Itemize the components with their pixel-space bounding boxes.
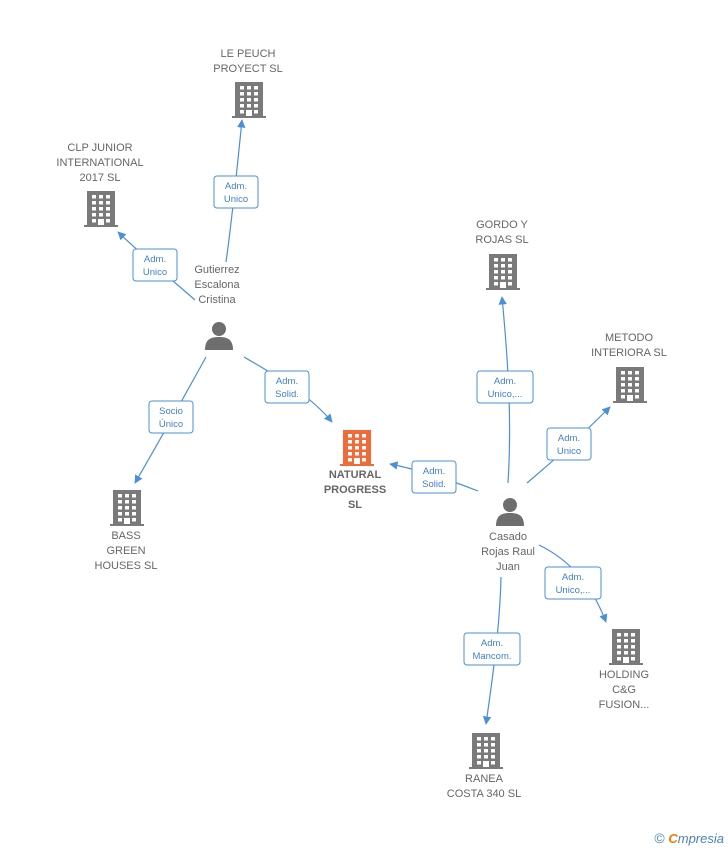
node-label: COSTA 340 SL [447, 788, 521, 800]
edge-label-text: Unico [143, 267, 167, 278]
building-icon [469, 733, 503, 769]
brand-rest: mpresia [677, 831, 724, 846]
person-icon [205, 322, 233, 350]
edge-label-text: Unico [224, 194, 248, 205]
node-label: NATURAL [329, 469, 382, 481]
edge-label-text: Adm. [144, 254, 166, 265]
edge-label-text: Unico [557, 446, 581, 457]
edge-label-text: Unico,... [556, 585, 591, 596]
edge-label-text: Socio [159, 406, 183, 417]
edge-label-box[interactable] [411, 460, 457, 494]
edge-label-box[interactable] [544, 566, 602, 600]
node-label: PROGRESS [324, 484, 386, 496]
edge-label-text: Único [159, 419, 183, 430]
node-label: Cristina [198, 294, 236, 306]
edge-label-text: Solid. [275, 389, 299, 400]
person-icon [496, 498, 524, 526]
node-label: Gutierrez [194, 264, 239, 276]
node-bass[interactable]: BASS GREEN HOUSES SL [95, 490, 158, 572]
edge-label-box[interactable] [476, 370, 534, 404]
building-icon [340, 430, 374, 466]
edge-casado-to-metodo: Adm. Unico [526, 406, 611, 484]
edge-label-text: Adm. [558, 433, 580, 444]
edge-label-text: Adm. [494, 376, 516, 387]
node-label: ROJAS SL [475, 234, 528, 246]
edge-label-text: Adm. [276, 376, 298, 387]
node-label: HOUSES SL [95, 560, 158, 572]
edge-label-text: Solid. [422, 479, 446, 490]
node-label: GORDO Y [476, 219, 528, 231]
node-label: CLP JUNIOR [67, 142, 132, 154]
node-label: Rojas Raul [481, 546, 535, 558]
edge-label-box[interactable] [213, 175, 259, 209]
building-icon [110, 490, 144, 526]
edge-casado-to-holding: Adm. Unico,... [538, 544, 608, 623]
node-le_peuch[interactable]: LE PEUCH PROYECT SL [213, 48, 283, 118]
building-icon [613, 367, 647, 403]
node-label: PROYECT SL [213, 63, 283, 75]
edge-gutierrez-to-natural: Adm. Solid. [243, 356, 333, 423]
node-label: INTERNATIONAL [56, 157, 143, 169]
edge-label-box[interactable] [132, 248, 178, 282]
copyright-icon: © [654, 830, 665, 846]
building-icon [486, 254, 520, 290]
node-label: Juan [496, 561, 520, 573]
building-icon [84, 191, 118, 227]
node-label: FUSION... [599, 699, 650, 711]
node-label: Escalona [194, 279, 240, 291]
edge-label-text: Adm. [225, 181, 247, 192]
node-label: LE PEUCH [220, 48, 275, 60]
building-icon [609, 629, 643, 665]
edge-casado-to-natural: Adm. Solid. [389, 460, 479, 494]
node-label: 2017 SL [80, 172, 121, 184]
node-label: RANEA [465, 773, 504, 785]
node-label: Casado [489, 531, 527, 543]
node-label: INTERIORA SL [591, 347, 667, 359]
node-metodo[interactable]: METODO INTERIORA SL [591, 332, 667, 403]
node-label: BASS [111, 530, 140, 542]
node-natural[interactable]: NATURAL PROGRESS SL [324, 430, 386, 511]
edge-label-text: Mancom. [472, 651, 511, 662]
node-clp[interactable]: CLP JUNIOR INTERNATIONAL 2017 SL [56, 142, 144, 227]
node-gordo[interactable]: GORDO Y ROJAS SL [475, 219, 529, 290]
edge-label-box[interactable] [264, 370, 310, 404]
edge-casado-to-ranea: Adm. Mancom. [463, 576, 521, 725]
edge-label-box[interactable] [463, 632, 521, 666]
node-label: HOLDING [599, 669, 649, 681]
edge-label-box[interactable] [148, 400, 194, 434]
node-label: METODO [605, 332, 654, 344]
empresia-watermark: © Cmpresia [654, 830, 724, 846]
node-label: GREEN [106, 545, 145, 557]
node-holding[interactable]: HOLDING C&G FUSION... [599, 629, 650, 711]
edge-label-text: Unico,... [488, 389, 523, 400]
edge-casado-to-gordo: Adm. Unico,... [476, 296, 534, 484]
edge-label-text: Adm. [423, 466, 445, 477]
edge-gutierrez-to-le_peuch: Adm. Unico [213, 119, 259, 263]
edge-label-text: Adm. [562, 572, 584, 583]
node-ranea[interactable]: RANEA COSTA 340 SL [447, 733, 521, 800]
brand-initial: C [668, 831, 678, 846]
edge-label-box[interactable] [546, 427, 592, 461]
edge-gutierrez-to-clp: Adm. Unico [117, 231, 196, 301]
edge-label-text: Adm. [481, 638, 503, 649]
node-label: C&G [612, 684, 636, 696]
node-label: SL [348, 499, 362, 511]
building-icon [232, 82, 266, 118]
